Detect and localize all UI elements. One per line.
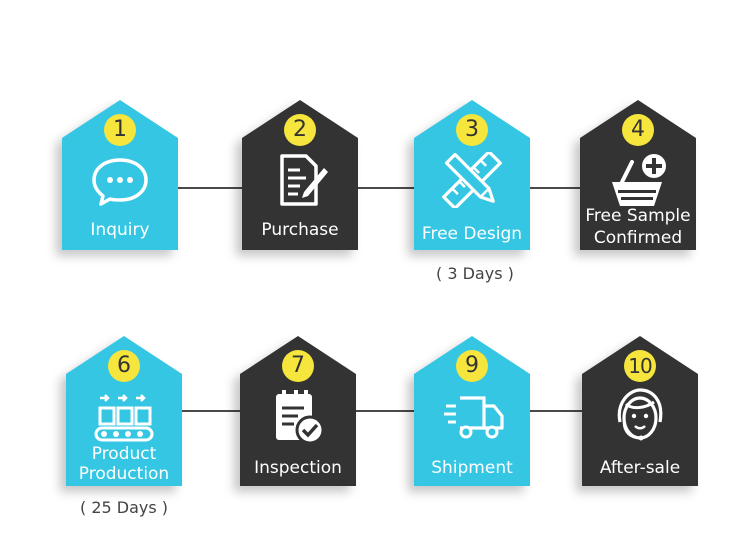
clipboard-check-icon: [276, 390, 325, 444]
step-label-line1: Product: [91, 444, 157, 464]
step-number-badge: 4: [622, 114, 654, 146]
connector-7-9: [356, 410, 414, 412]
chat-bubble-icon: [92, 158, 148, 206]
delivery-truck-icon: [444, 396, 504, 439]
connector-3-4: [530, 187, 580, 189]
step-label: After-sale: [599, 458, 681, 478]
step-number-badge: 2: [284, 114, 316, 146]
step-label: Inspection: [254, 458, 342, 478]
step-number-badge: 9: [456, 350, 488, 382]
step-number-badge: 7: [282, 350, 314, 382]
step-number-badge: 3: [456, 114, 488, 146]
step-label: Purchase: [261, 220, 339, 240]
step-after-sale: 10 After-sale: [582, 336, 698, 486]
pencil-ruler-icon: [442, 152, 502, 208]
step-label-line2: Confirmed: [593, 228, 683, 248]
step-number-badge: 6: [108, 350, 140, 382]
step-purchase: 2 Purchase: [242, 100, 358, 250]
step-product-production: 6 Product Production: [66, 336, 182, 486]
step-label: Shipment: [431, 458, 513, 478]
duration-note: ( 25 Days ): [80, 498, 169, 517]
conveyor-belt-icon: [94, 394, 154, 442]
step-label: Inquiry: [90, 220, 150, 240]
duration-note: ( 3 Days ): [436, 264, 514, 283]
step-label-line1: Free Sample: [585, 206, 691, 226]
connector-6-7: [182, 410, 240, 412]
headset-agent-icon: [617, 388, 663, 441]
step-number-badge: 1: [104, 114, 136, 146]
connector-2-3: [358, 187, 414, 189]
step-free-sample: 4 Free Sample Confirmed: [580, 100, 696, 250]
basket-plus-icon: [612, 154, 666, 206]
step-free-design: 3 Free Design: [414, 100, 530, 250]
document-pen-icon: [280, 154, 328, 206]
step-shipment: 9 Shipment: [414, 336, 530, 486]
connector-1-2: [178, 187, 242, 189]
step-number-badge: 10: [624, 350, 656, 382]
step-inspection: 7 Inspection: [240, 336, 356, 486]
step-label-line2: Production: [78, 464, 170, 484]
step-label: Free Design: [421, 224, 523, 244]
step-inquiry: 1 Inquiry: [62, 100, 178, 250]
connector-9-10: [530, 410, 582, 412]
